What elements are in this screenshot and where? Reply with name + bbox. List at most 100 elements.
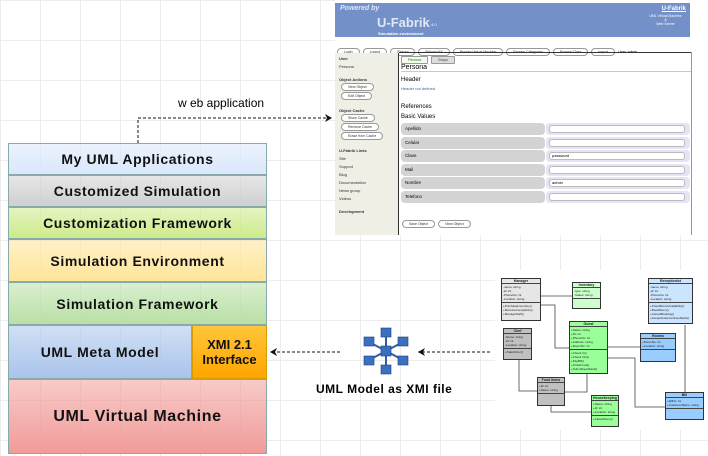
basic-values-label: Basic Values [401,114,436,120]
sidebar-item-persona[interactable]: Persona [339,64,354,69]
class-name: Chef [504,329,531,334]
uml-class-bill: Bill+billNo: int+CustomerName: string [665,392,704,420]
field-row: Telefono [401,190,691,204]
sidebar-item-documentation[interactable]: Documentation [339,180,366,185]
class-operation: +ReceiveComplaints() [503,308,533,312]
field-row: Clave password [401,150,691,163]
class-operation: +OrderFood() [571,363,590,367]
class-operation: +BookRoom() [650,308,669,312]
layer-label: UML Virtual Machine [53,407,222,425]
class-operation: +CleanRoom() [593,417,613,421]
view-object-button[interactable]: View Object [438,220,471,228]
uml-class-diagram: Manager-name: string-id: int-PhoneNo: in… [495,270,708,430]
sidebar-item-view-object[interactable]: View Object [341,83,374,91]
panel-title: Persona [401,64,691,72]
field-input[interactable] [549,138,685,147]
field-input[interactable] [549,192,685,201]
class-attribute: +CustomerName: string [667,403,699,407]
sidebar-item-u-fabrik-links: U-Fabrik Links [339,148,367,153]
sidebar-item-remove-cache[interactable]: Remove Cache [341,123,380,131]
layer-my-uml-applications: My UML Applications [8,143,267,175]
uml-class-manager: Manager-name: string-id: int-PhoneNo: in… [501,278,541,321]
sidebar-item-news-group[interactable]: News group [339,188,361,193]
version: 4.0 [431,22,437,27]
class-attribute: -type: string [574,289,590,293]
class-attribute: +Id: int [539,384,549,388]
class-operation: +Check Out() [571,355,589,359]
xmi-interface-layer: XMI 2.1 Interface [192,325,267,379]
class-attribute: -Status: string [574,293,593,297]
class-attribute: +Name: string [571,328,590,332]
right-title-link[interactable]: U-Fabrik [661,6,686,12]
class-attribute: +Name: string [593,402,612,406]
class-attribute: -Location: string [503,297,525,301]
sidebar-item-erase-from-cache[interactable]: Erase from Cache [341,132,384,140]
class-operation: +CancelBooking() [650,312,674,316]
field-label: Mail [401,163,545,176]
layer-customized-simulation: Customized Simulation [8,175,267,207]
class-attribute: -Name: string [505,335,524,339]
class-name: Rooms [641,334,675,339]
class-name: Bill [666,393,703,398]
webapp-header: Powered by U-Fabrik 4.0 Simulation envir… [335,3,690,37]
sidebar-item-support[interactable]: Support [339,164,354,169]
uml-class-guest: Guest+Name: string+ID: int+PhoneNo: int+… [569,321,608,374]
class-operation: +AcceptCustomerFeedback() [650,316,690,320]
uml-class-inventory: Inventory-type: string-Status: string [572,282,601,309]
uml-class-food-items: Food items+Id: int+Name: string [537,377,565,406]
class-attribute: +Id: int [593,406,603,410]
class-operation: +ManageStaff() [503,312,524,316]
powered-by: Powered by [340,5,380,12]
field-label: Clave [401,150,545,162]
uml-class-receptionist: Receptionist-name: string-id: int-PhoneN… [648,278,693,324]
sidebar-item-development[interactable]: Development [339,209,365,214]
class-attribute: +Location: string [642,344,665,348]
field-input[interactable]: password [549,152,685,160]
save-object-button[interactable]: Save Object [402,220,436,228]
sidebar-item-blog[interactable]: Blog [339,172,348,177]
sidebar-item-videos[interactable]: Videos [339,196,352,201]
association-lines [518,295,686,413]
field-row: Mail [401,163,691,177]
tab-persona[interactable]: Persona [401,56,429,64]
uml-class-rooms: Rooms+RoomNo: int+Location: string [640,333,676,362]
field-label: Celular [401,136,545,149]
sidebar-item-site[interactable]: Site [339,156,346,161]
tab-grupo[interactable]: Grupo [431,56,455,64]
class-operation: +SubmitFeedback() [571,367,598,371]
field-label: Nombre [401,177,545,189]
class-attribute: -name: string [503,285,521,289]
class-name: Housekeeping [592,396,618,401]
class-operation: +PurchaseInventory() [503,304,532,308]
class-attribute: +billNo: int [667,399,682,403]
layer-uml-meta-model: UML Meta Model [8,325,192,379]
layer-label: Customization Framework [43,215,232,231]
class-name: Inventory [573,283,600,288]
class-attribute: -id: int [503,289,512,293]
layer-uml-virtual-machine: UML Virtual Machine [8,379,267,454]
sidebar-item-object-cache: Object Cache [339,108,365,113]
xmi-line2: Interface [202,352,257,367]
brand-logo: U-Fabrik [377,15,430,30]
class-attribute: +RoomNo: int [571,344,590,348]
class-operation: +PayBill() [571,359,584,363]
xmi-file-icon [363,327,409,375]
class-attribute: -PhoneNo: int [650,293,669,297]
field-input[interactable] [549,165,685,174]
xmi-file-label: UML Model as XMI file [316,382,453,396]
class-attribute: -Location: string [650,297,672,301]
sidebar-item-edit-object[interactable]: Edit Object [341,92,373,100]
field-input[interactable] [549,125,685,133]
sidebar-item-user: User [339,56,348,61]
class-name: Food items [538,378,564,383]
sidebar-item-show-cache[interactable]: Show Cache [341,114,375,122]
layer-label: Simulation Environment [50,252,225,269]
web-application-label: w eb application [178,96,265,110]
class-attribute: +RoomNo: int [642,340,661,344]
references-label: References [401,104,432,110]
uml-class-housekeeping: Housekeeping+Name: string+Id: int+Locati… [591,395,619,427]
field-input[interactable]: admin [549,179,685,187]
subtitle: Simulation environment [378,31,424,36]
